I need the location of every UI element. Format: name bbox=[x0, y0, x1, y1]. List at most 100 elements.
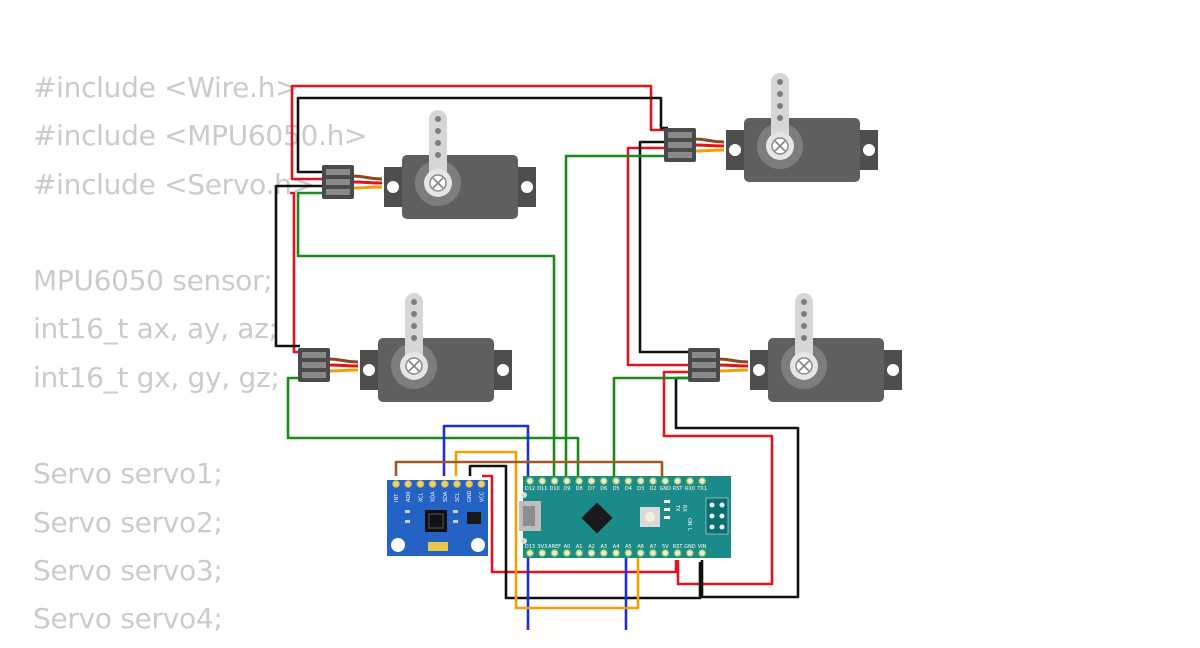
pin[interactable] bbox=[686, 477, 694, 485]
pin[interactable] bbox=[550, 477, 559, 485]
pin[interactable] bbox=[624, 477, 633, 485]
pin[interactable] bbox=[428, 480, 437, 488]
pin[interactable] bbox=[649, 549, 657, 557]
pin[interactable] bbox=[404, 480, 413, 488]
pin-label: A2 bbox=[588, 544, 595, 550]
pin[interactable] bbox=[538, 477, 547, 485]
servo-3[interactable] bbox=[359, 292, 513, 403]
code-listing: #include <Wire.h> #include <MPU6050.h> #… bbox=[33, 68, 367, 648]
pin-label: XCL bbox=[418, 492, 424, 502]
pin-label: 3V3 bbox=[537, 544, 547, 550]
code-line: Servo servo1; bbox=[33, 457, 223, 491]
wire-green bbox=[286, 376, 580, 476]
pin[interactable] bbox=[440, 480, 449, 488]
pin[interactable] bbox=[550, 549, 559, 557]
wire-green bbox=[564, 154, 668, 476]
wire-red bbox=[662, 370, 774, 586]
pin-label: SDA bbox=[443, 491, 449, 502]
servo-2[interactable] bbox=[725, 72, 879, 183]
wire-green bbox=[296, 191, 556, 476]
pin[interactable] bbox=[673, 549, 682, 557]
pin[interactable] bbox=[599, 477, 608, 485]
rx-led-label: RX bbox=[681, 505, 687, 512]
pin-label: A1 bbox=[576, 544, 583, 550]
code-line: #include <Wire.h> bbox=[33, 71, 299, 104]
code-line: #include <MPU6050.h> bbox=[33, 119, 368, 153]
pin-label: AD0 bbox=[406, 492, 412, 502]
pin-label: RX0 bbox=[685, 486, 695, 492]
wires bbox=[274, 84, 800, 630]
wire-black bbox=[638, 140, 690, 354]
pin-label: SCL bbox=[455, 492, 461, 502]
pin-label: RST bbox=[673, 486, 684, 492]
pin-label: A4 bbox=[613, 544, 620, 550]
pin[interactable] bbox=[526, 477, 534, 485]
servo-1[interactable] bbox=[383, 109, 537, 220]
pin[interactable] bbox=[465, 480, 474, 488]
code-line: Servo servo2; bbox=[33, 505, 223, 539]
pin-label: A0 bbox=[564, 544, 571, 550]
wire-red bbox=[290, 191, 300, 354]
wire-orange bbox=[454, 450, 640, 610]
pin[interactable] bbox=[624, 549, 633, 557]
pin[interactable] bbox=[526, 549, 534, 557]
pin[interactable] bbox=[661, 549, 670, 557]
pin[interactable] bbox=[392, 480, 400, 488]
pin[interactable] bbox=[575, 477, 584, 485]
pin-label: A3 bbox=[600, 544, 607, 550]
pin[interactable] bbox=[563, 549, 571, 557]
pin-label: D4 bbox=[625, 486, 632, 492]
wire-red bbox=[290, 84, 667, 181]
code-line: #include <Servo.h> bbox=[33, 167, 315, 201]
pin[interactable] bbox=[416, 480, 425, 488]
code-line: MPU6050 sensor; bbox=[33, 264, 273, 298]
pin[interactable] bbox=[661, 477, 670, 485]
pin[interactable] bbox=[636, 477, 645, 485]
pin[interactable] bbox=[636, 549, 645, 557]
pin-label: D13 bbox=[525, 544, 535, 550]
servo-4[interactable] bbox=[749, 292, 903, 403]
pin[interactable] bbox=[575, 549, 584, 557]
pin[interactable] bbox=[649, 477, 657, 485]
pin-label: XDA bbox=[431, 491, 437, 502]
tx-led-label: TX bbox=[674, 504, 680, 512]
servo-2-connector bbox=[662, 126, 726, 164]
pin[interactable] bbox=[686, 549, 694, 557]
pin[interactable] bbox=[453, 480, 461, 488]
pin-label: RST bbox=[673, 544, 684, 550]
pin[interactable] bbox=[673, 477, 682, 485]
pin[interactable] bbox=[563, 477, 571, 485]
pin[interactable] bbox=[698, 549, 707, 557]
pin-label: GND bbox=[467, 490, 473, 502]
servo-4-connector bbox=[686, 346, 750, 384]
code-line: int16_t ax, ay, az; bbox=[33, 312, 278, 346]
wire-red bbox=[482, 474, 678, 574]
pin[interactable] bbox=[612, 549, 620, 557]
pin[interactable] bbox=[698, 477, 707, 485]
wire-brown bbox=[394, 460, 664, 476]
wire-black bbox=[468, 464, 702, 600]
wire-black bbox=[274, 184, 328, 348]
pin-label: 5V bbox=[662, 544, 669, 550]
pin[interactable] bbox=[599, 549, 608, 557]
wire-red bbox=[626, 146, 688, 367]
pin-label: VIN bbox=[698, 544, 707, 550]
l-led-label: L bbox=[686, 528, 692, 531]
pin-label: GND bbox=[660, 486, 672, 492]
pin-label: INT bbox=[394, 493, 400, 502]
pin[interactable] bbox=[612, 477, 620, 485]
code-line: int16_t gx, gy, gz; bbox=[33, 360, 280, 394]
pin-label: D2 bbox=[649, 486, 656, 492]
pin-label: D5 bbox=[613, 486, 620, 492]
pin-label: A5 bbox=[625, 544, 632, 550]
pin-label: A6 bbox=[637, 544, 644, 550]
pin[interactable] bbox=[587, 549, 596, 557]
pin[interactable] bbox=[477, 480, 486, 488]
pin[interactable] bbox=[538, 549, 547, 557]
wire-green bbox=[612, 376, 690, 476]
pin[interactable] bbox=[587, 477, 596, 485]
pin-label: GND bbox=[684, 544, 696, 550]
